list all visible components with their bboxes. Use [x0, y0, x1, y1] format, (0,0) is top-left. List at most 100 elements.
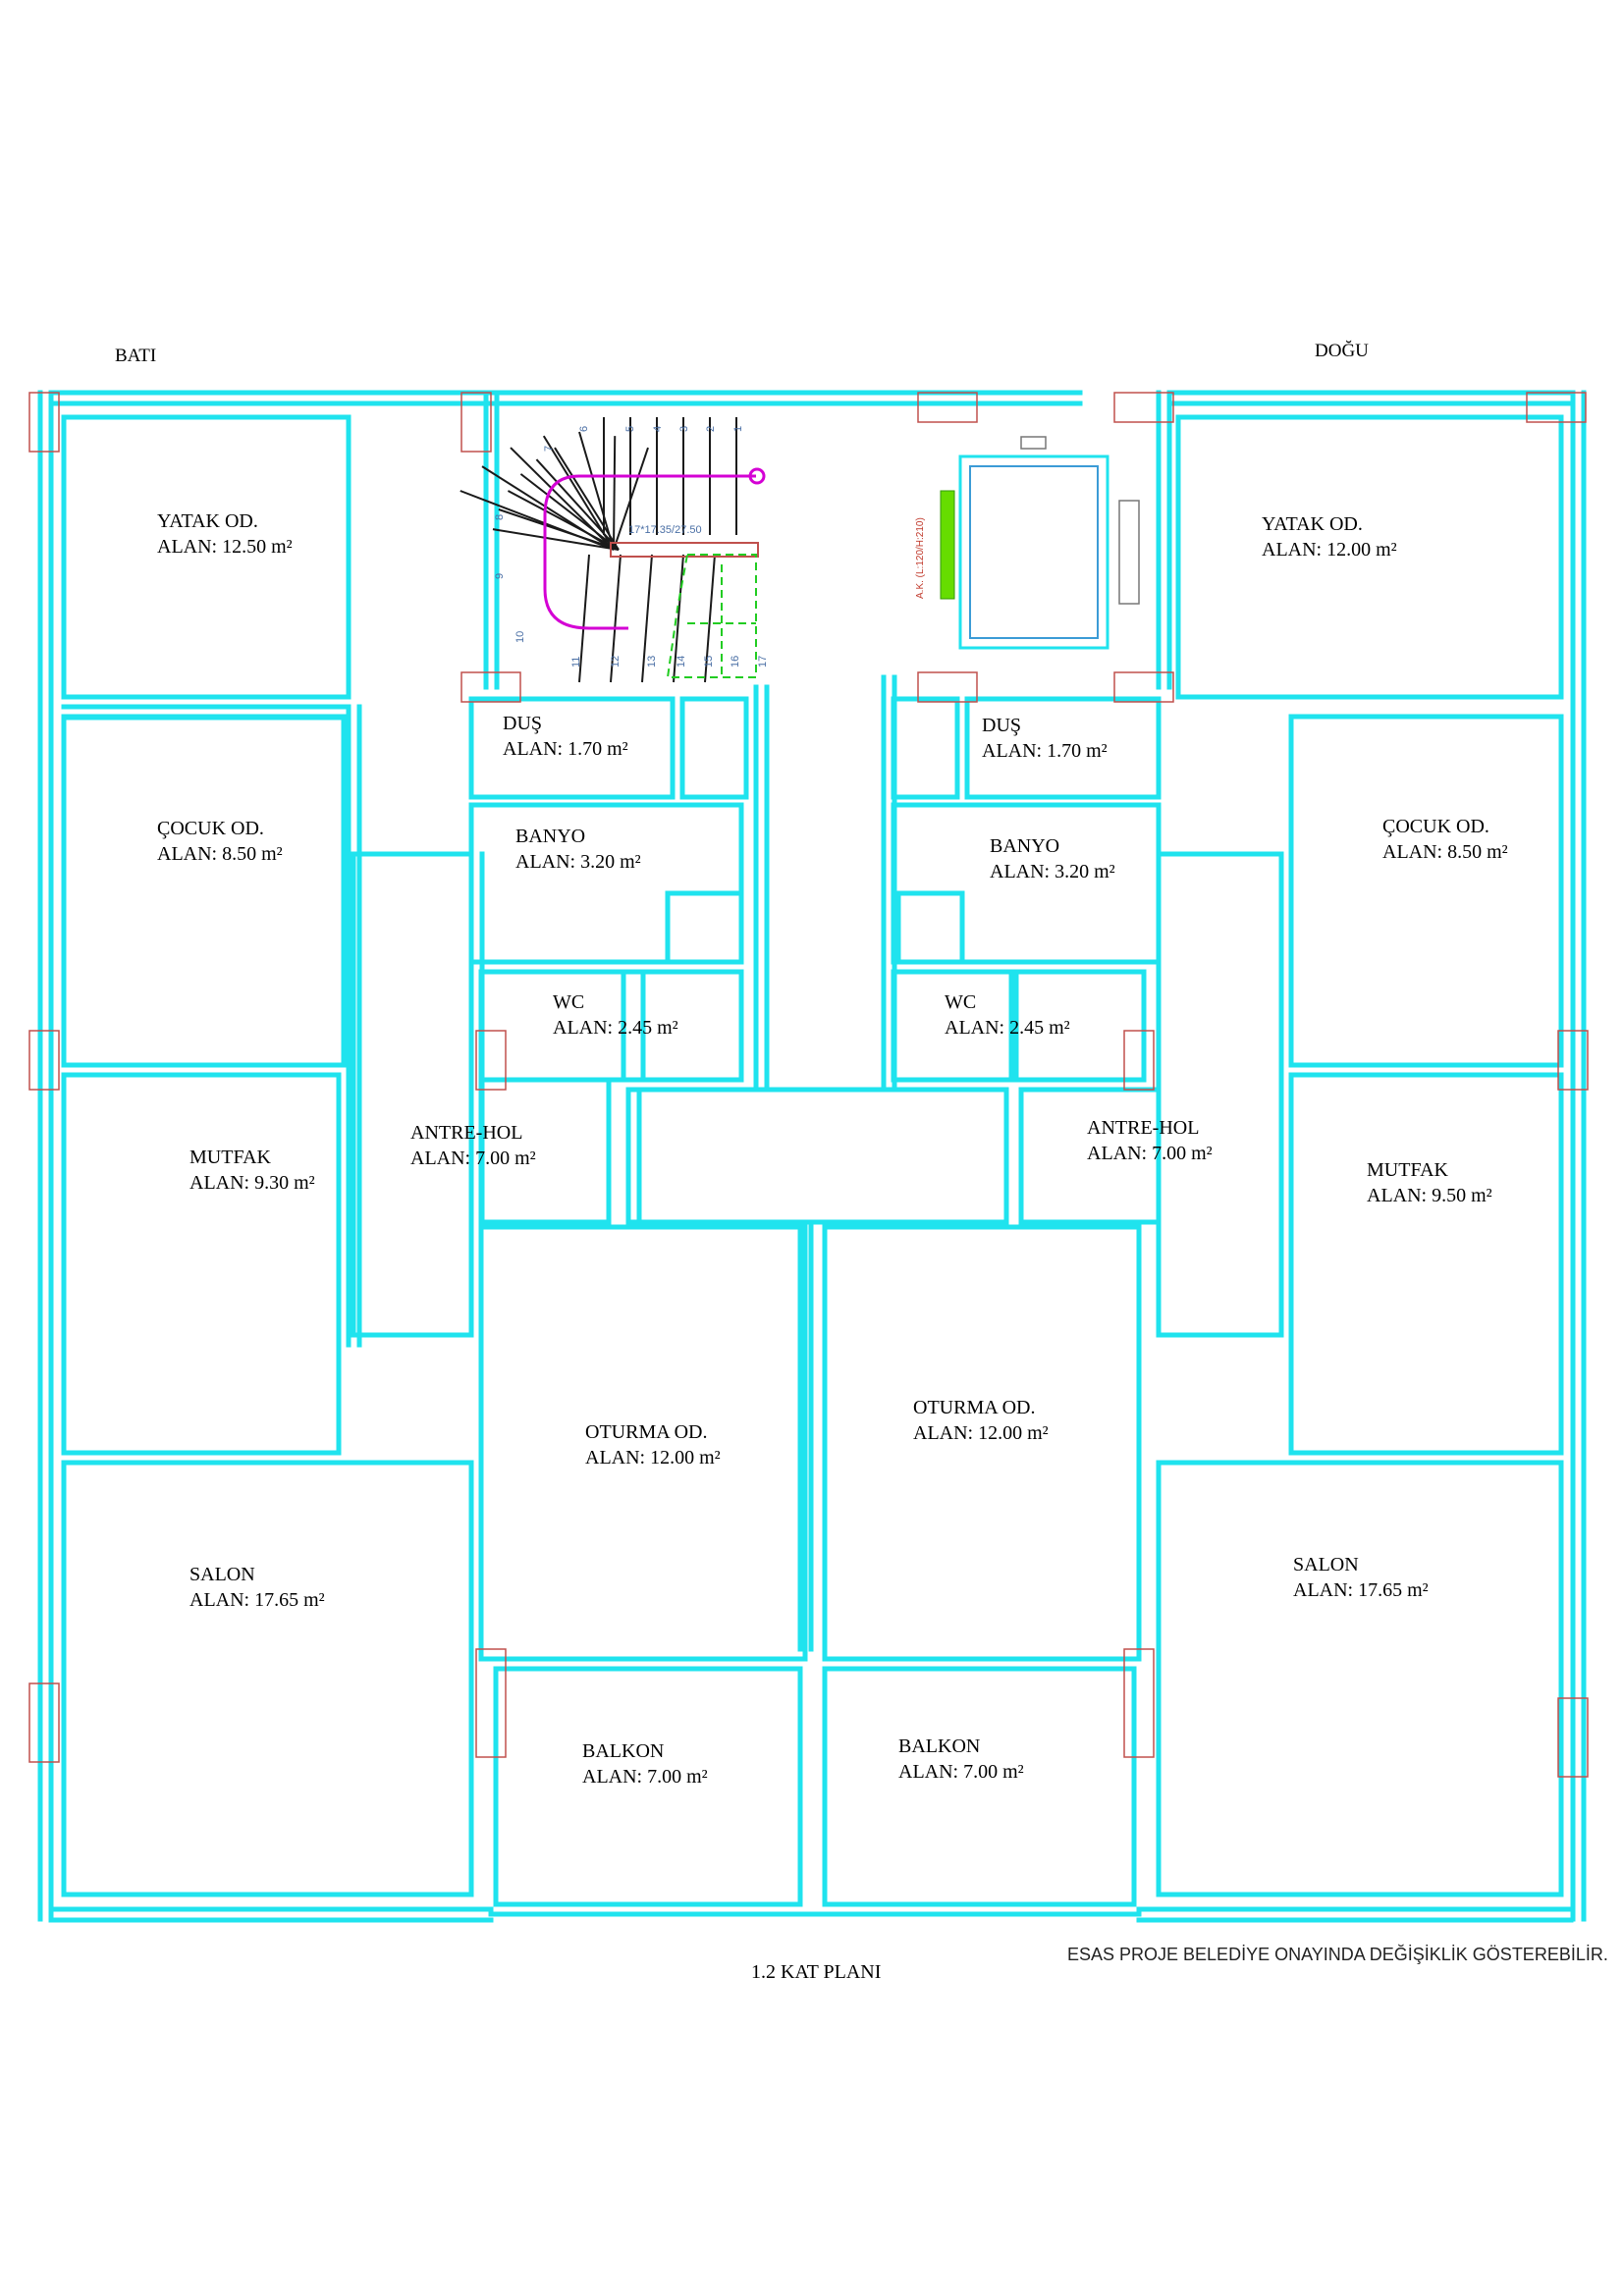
stair-core [610, 542, 759, 558]
note: ESAS PROJE BELEDİYE ONAYINDA DEĞİŞİKLİK … [1067, 1945, 1608, 1964]
room-name: WC [553, 991, 584, 1013]
room-name: MUTFAK [1367, 1159, 1449, 1181]
stair-step [610, 554, 622, 683]
elevator-shaft [958, 454, 1109, 650]
column [460, 671, 521, 703]
room-area: ALAN: 17.65 m² [189, 1589, 325, 1611]
room-mutfak-left: MUTFAK ALAN: 9.30 m² [189, 1147, 315, 1194]
column [917, 671, 978, 703]
room-wc-left: WC ALAN: 2.45 m² [553, 991, 678, 1039]
stair-step [613, 436, 617, 551]
room-yatak-right: YATAK OD. ALAN: 12.00 m² [1262, 513, 1397, 561]
stair-step [535, 458, 620, 551]
stair-label: 17*17.35/27.50 [628, 524, 702, 536]
room-name: OTURMA OD. [913, 1397, 1035, 1418]
handrail-end [748, 467, 766, 485]
stair-step [498, 508, 620, 551]
room-name: BALKON [898, 1735, 980, 1757]
stair-step-number: 9 [494, 573, 506, 579]
column [28, 1682, 60, 1763]
column [1123, 1648, 1155, 1758]
column [475, 1648, 507, 1758]
stair-step-number: 10 [514, 631, 526, 643]
counterweight [1118, 500, 1140, 605]
stair-step-number: 7 [543, 446, 555, 452]
stair-step [519, 473, 620, 551]
room-wc-right: WC ALAN: 2.45 m² [945, 991, 1070, 1039]
room-cocuk-left: ÇOCUK OD. ALAN: 8.50 m² [157, 818, 283, 865]
room-area: ALAN: 2.45 m² [945, 1017, 1070, 1039]
room-name: YATAK OD. [1262, 513, 1363, 535]
room-area: ALAN: 8.50 m² [157, 843, 283, 865]
room-area: ALAN: 9.30 m² [189, 1172, 315, 1194]
room-name: DUŞ [503, 713, 542, 734]
elevator-label: A.K. (L:120/H:210) [915, 517, 926, 599]
room-name: ÇOCUK OD. [1382, 816, 1489, 837]
stair-step-number: 15 [703, 656, 715, 667]
room-name: MUTFAK [189, 1147, 272, 1168]
room-salon-left: SALON ALAN: 17.65 m² [189, 1564, 325, 1611]
column [1557, 1030, 1589, 1091]
room-name: WC [945, 991, 976, 1013]
room-name: ANTRE-HOL [1087, 1117, 1199, 1139]
room-area: ALAN: 3.20 m² [515, 851, 641, 873]
stair-step-number: 17 [757, 656, 769, 667]
column [1526, 392, 1587, 423]
room-yatak-left: YATAK OD. ALAN: 12.50 m² [157, 510, 293, 558]
stair-step [554, 447, 620, 551]
stair-step-number: 6 [578, 426, 590, 432]
room-cocuk-right: ÇOCUK OD. ALAN: 8.50 m² [1382, 816, 1508, 863]
stair-step [641, 554, 653, 683]
column [1113, 671, 1174, 703]
room-area: ALAN: 9.50 m² [1367, 1185, 1492, 1206]
stair-step-number: 12 [610, 656, 622, 667]
room-area: ALAN: 17.65 m² [1293, 1579, 1429, 1601]
stair-step-number: 5 [624, 426, 636, 432]
room-name: ANTRE-HOL [410, 1122, 522, 1144]
room-area: ALAN: 7.00 m² [582, 1766, 708, 1788]
room-oturma-left: OTURMA OD.ALAN: 12.00 m² [585, 1421, 721, 1468]
elevator: A.K. (L:120/H:210) [915, 436, 1140, 650]
column [460, 392, 492, 453]
column [1123, 1030, 1155, 1091]
room-area: ALAN: 12.00 m² [913, 1422, 1049, 1444]
stair-step [704, 554, 716, 683]
handrail [543, 474, 756, 630]
room-area: ALAN: 8.50 m² [1382, 841, 1508, 863]
column [475, 1030, 507, 1091]
room-name: OTURMA OD. [585, 1421, 707, 1443]
room-name: BANYO [515, 826, 585, 847]
room-name: YATAK OD. [157, 510, 258, 532]
room-area: ALAN: 7.00 m² [1087, 1143, 1213, 1164]
room-banyo-right: BANYO ALAN: 3.20 m² [990, 835, 1115, 882]
room-area: ALAN: 12.50 m² [157, 536, 293, 558]
stair-step-number: 3 [678, 426, 690, 432]
elevator-cabin [969, 465, 1099, 639]
room-area: ALAN: 12.00 m² [1262, 539, 1397, 561]
stair-step-number: 4 [652, 426, 664, 432]
column [1557, 1697, 1589, 1778]
column [917, 392, 978, 423]
room-name: ÇOCUK OD. [157, 818, 264, 839]
column [28, 1030, 60, 1091]
stair-step [578, 431, 615, 551]
room-area: ALAN: 3.20 m² [990, 861, 1115, 882]
room-balkon-left: BALKON ALAN: 7.00 m² [582, 1740, 708, 1788]
room-name: SALON [189, 1564, 255, 1585]
stair-step [613, 447, 649, 551]
east-label: DOĞU [1315, 341, 1369, 361]
room-area: ALAN: 2.45 m² [553, 1017, 678, 1039]
room-name: BANYO [990, 835, 1059, 857]
stair-step-number: 2 [705, 426, 717, 432]
stair-step [492, 528, 620, 551]
room-antre-right: ANTRE-HOL ALAN: 7.00 m² [1087, 1117, 1213, 1164]
west-label: BATI [115, 346, 157, 366]
room-area: ALAN: 7.00 m² [410, 1148, 536, 1169]
stair-step-number: 1 [732, 426, 744, 432]
room-name: BALKON [582, 1740, 664, 1762]
room-area: ALAN: 1.70 m² [982, 740, 1108, 762]
stair-step-number: 14 [676, 656, 687, 667]
